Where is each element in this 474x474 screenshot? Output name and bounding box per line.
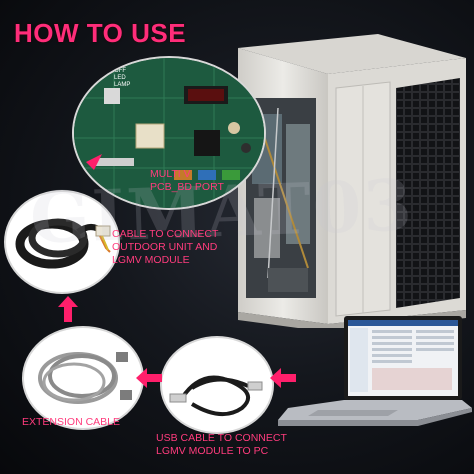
label-outdoor-cable: CABLE TO CONNECT OUTDOOR UNIT AND LGMV M… <box>112 228 219 266</box>
arrow-to-pcb <box>80 154 102 176</box>
pcb-board-image: OFF LED LAMP <box>72 56 266 210</box>
usb-cable-image <box>160 336 274 434</box>
outdoor-cable-image <box>4 190 120 294</box>
label-usb-cable: USB CABLE TO CONNECT LGMV MODULE TO PC <box>156 432 287 457</box>
label-pcb-port: MULTI V PCB_BD PORT <box>150 168 224 193</box>
arrow-left-to-extension <box>136 368 162 388</box>
extension-cable-graphic <box>38 352 132 404</box>
pcb-led-label: OFF LED LAMP <box>114 68 131 88</box>
pcb-board-graphic <box>74 58 264 208</box>
arrow-left-to-usb <box>270 368 296 388</box>
usb-cable-graphic <box>169 375 263 416</box>
cable-coil-graphic <box>15 218 111 269</box>
extension-cable-image <box>22 326 144 430</box>
page-title: HOW TO USE <box>14 18 187 48</box>
label-extension-cable: EXTENSION CABLE <box>22 416 121 428</box>
laptop-image <box>278 316 472 426</box>
arrow-up-to-cable <box>58 296 78 322</box>
